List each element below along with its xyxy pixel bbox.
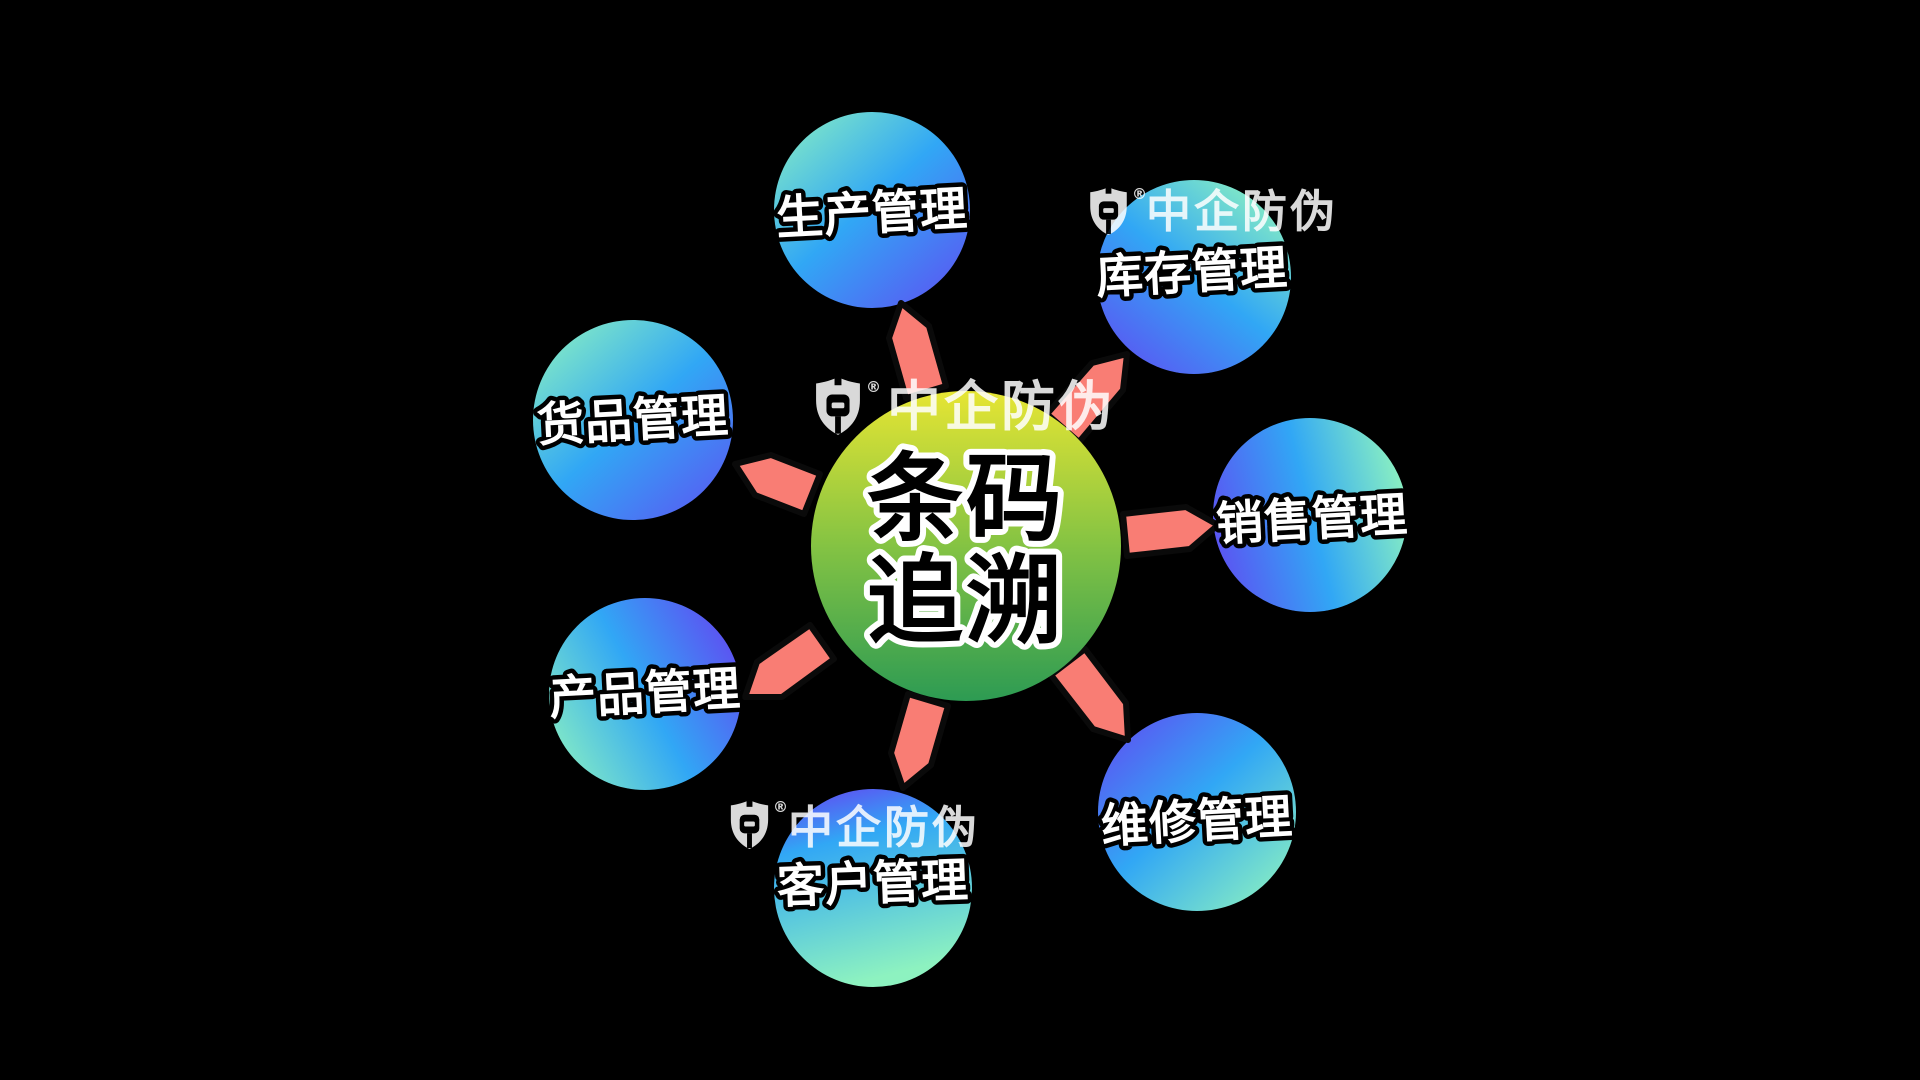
node-label-customer: 客户管理	[776, 853, 970, 915]
node-circle-product	[549, 598, 741, 790]
watermark-text: 中企防伪	[788, 801, 980, 854]
arrow-to-maintenance	[1048, 646, 1131, 743]
node-label-inventory: 库存管理	[1095, 241, 1290, 306]
watermark-text: 中企防伪	[1146, 185, 1338, 238]
registered-mark: ®	[773, 798, 788, 816]
registered-mark: ®	[1132, 185, 1147, 203]
node-label-goods: 货品管理	[536, 389, 731, 454]
arrow-to-sales	[1120, 504, 1221, 559]
hub-label-line2: 追溯	[867, 545, 1065, 657]
watermark-text: 中企防伪	[887, 375, 1115, 438]
hub-label-line1: 条码	[867, 443, 1065, 555]
node-label-production: 生产管理	[775, 182, 970, 247]
watermark-top-right: ® 中企防伪	[1090, 185, 1338, 238]
node-label-product: 产品管理	[548, 662, 743, 727]
arrow-to-goods	[732, 452, 823, 517]
spoke-arrows	[732, 300, 1221, 791]
watermark-center: ® 中企防伪	[816, 375, 1115, 438]
node-circle-inventory	[1097, 180, 1291, 374]
registered-mark: ®	[866, 378, 881, 396]
hub-circle	[811, 391, 1121, 701]
node-circle-production	[774, 112, 970, 308]
node-label-maintenance: 维修管理	[1100, 790, 1295, 855]
watermark-bottom: ® 中企防伪	[730, 798, 980, 854]
node-circle-customer	[774, 789, 972, 987]
arrow-to-production	[886, 300, 949, 401]
arrow-to-product	[742, 622, 837, 700]
node-circle-maintenance	[1098, 713, 1296, 911]
node-circle-sales	[1213, 418, 1407, 612]
node-circle-goods	[533, 320, 733, 520]
arrow-to-customer	[888, 691, 951, 791]
node-label-sales: 销售管理	[1215, 488, 1410, 553]
